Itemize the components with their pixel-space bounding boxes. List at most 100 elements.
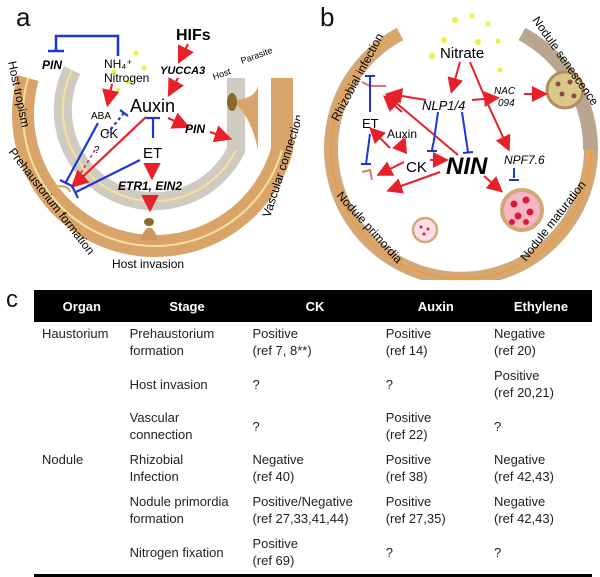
- node-pin-right: PIN: [185, 122, 205, 136]
- cell-ck: Positive (ref 7, 8**): [248, 322, 381, 364]
- cell-ethylene-line: (ref 42,43): [493, 469, 554, 484]
- cell-ck-line: Positive: [252, 326, 298, 341]
- cell-ethylene-line: Positive: [493, 368, 540, 383]
- node-ck: CK: [406, 159, 427, 176]
- cell-organ: Nodule: [34, 448, 126, 490]
- table-row: Host invasion?? Positive (ref 20,21): [34, 364, 592, 406]
- cell-organ-text: Haustorium: [42, 326, 109, 341]
- node-question: ?: [94, 145, 100, 156]
- cell-auxin: Positive (ref 38): [382, 448, 490, 490]
- node-nitrate: Nitrate: [440, 45, 484, 62]
- header-stage: Stage: [169, 298, 205, 314]
- nin-to-primordia-arrow: [386, 171, 441, 194]
- cell-auxin: Positive(ref 27,35): [382, 490, 490, 532]
- cell-auxin-line: Positive: [385, 494, 432, 509]
- hormone-role-table: Organ Stage CK Auxin Ethylene Haustorium…: [34, 290, 592, 577]
- haustorium-bump: [140, 227, 158, 240]
- cell-auxin-line: ?: [385, 376, 393, 392]
- cell-ethylene-line: ?: [493, 418, 502, 434]
- stage-host-invasion: Host invasion: [112, 257, 184, 271]
- cell-ethylene: Negative (ref 42,43): [490, 490, 592, 532]
- cell-ck: Positive/Negative(ref 27,33,41,44): [248, 490, 381, 532]
- cell-auxin-line: ?: [385, 544, 393, 560]
- cell-auxin-line: (ref 38): [385, 469, 428, 484]
- cell-ethylene: Negative(ref 42,43): [490, 448, 592, 490]
- cell-ck-line: Positive/Negative: [252, 494, 353, 509]
- cell-auxin-line: Positive: [385, 452, 432, 467]
- cell-ck-line: (ref 7, 8**): [252, 343, 312, 358]
- node-et: ET: [362, 116, 379, 131]
- node-npf: NPF7.6: [504, 153, 545, 167]
- table-row: Nitrogen fixation Positive (ref 69)??: [34, 532, 592, 577]
- nh4-inhibits-pin: [54, 34, 120, 56]
- cell-stage-line: Infection: [129, 469, 179, 484]
- ck-dashed-arrow: [73, 149, 96, 185]
- ck-dashed-inhibit: [105, 112, 125, 136]
- node-auxin: Auxin: [130, 96, 175, 116]
- cell-auxin-line: Positive: [385, 326, 432, 341]
- pin-to-vascular-arrow: [209, 125, 233, 143]
- cell-ethylene-line: (ref 42,43): [493, 511, 554, 526]
- cell-organ: [34, 532, 126, 577]
- cell-ethylene-line: (ref 20): [493, 343, 536, 358]
- cell-ck-line: Positive: [252, 536, 298, 551]
- node-nac: NAC: [494, 86, 516, 97]
- cell-ck: ?: [248, 364, 381, 406]
- auxin-to-infection-arrow: [382, 95, 403, 113]
- nodule-primordium: [411, 216, 439, 244]
- nodule-diagram: Nitrate NLP1/4 NAC 094 ET Auxin CK NIN N…: [324, 13, 600, 280]
- ck-to-et-arrow: [369, 127, 391, 149]
- et-inhibits-thread: [365, 133, 371, 165]
- stage-rhizobial: Rhizobial infection: [328, 31, 386, 124]
- nitrate-dots: [429, 13, 503, 73]
- cell-ethylene-line: Negative: [493, 326, 546, 341]
- node-pin-top: PIN: [42, 58, 62, 72]
- header-ck: CK: [305, 298, 325, 314]
- cell-auxin: Positive(ref 14): [382, 322, 490, 364]
- header-organ: Organ: [62, 298, 101, 314]
- node-hifs: HIFs: [176, 27, 211, 44]
- stage-primordia: Nodule primordia: [334, 189, 406, 267]
- cell-auxin: ?: [382, 364, 490, 406]
- cell-ethylene-line: Negative: [493, 494, 546, 509]
- nin-to-maturation-arrow: [483, 175, 504, 193]
- node-nlp: NLP1/4: [422, 98, 465, 113]
- panel-label-b: b: [320, 2, 335, 32]
- cell-ck-line: Negative: [252, 452, 304, 467]
- header-ethylene: Ethylene: [513, 298, 569, 314]
- cell-ck-line: (ref 69): [252, 553, 295, 568]
- nitrogen-to-aba-arrow: [102, 83, 120, 108]
- panel-label-a: a: [16, 2, 31, 32]
- cell-stage-line: formation: [129, 343, 184, 358]
- mature-nodule: [500, 188, 544, 232]
- cell-organ-text: Nodule: [42, 452, 84, 467]
- node-etr-ein: ETR1, EIN2: [118, 179, 182, 193]
- node-nac-number: 094: [498, 98, 515, 109]
- cell-organ: [34, 490, 126, 532]
- cell-stage: Host invasion: [126, 364, 249, 406]
- hifs-to-yucca3-arrow: [178, 43, 194, 64]
- ck-to-auxin-arrow: [392, 136, 407, 155]
- cell-ethylene-line: (ref 20,21): [493, 385, 554, 400]
- header-auxin: Auxin: [417, 298, 454, 314]
- table-header-row: Organ Stage CK Auxin Ethylene: [34, 290, 592, 322]
- ck-to-thread-arrow: [376, 161, 405, 176]
- cell-organ: [34, 364, 126, 406]
- cell-stage-line: Rhizobial: [129, 452, 184, 467]
- cell-organ: Haustorium: [34, 322, 126, 364]
- cell-stage-line: Nitrogen fixation: [129, 544, 224, 560]
- et-inhibits-prehaustorium: [75, 159, 141, 193]
- cell-ethylene: ?: [489, 532, 592, 577]
- cell-ck-line: ?: [252, 376, 260, 392]
- node-nh4: NH₄⁺: [104, 57, 133, 71]
- auxin-to-prehaustorium-arrow: [70, 116, 147, 189]
- cell-stage: Nitrogen fixation: [125, 532, 249, 577]
- cell-ethylene: Negative (ref 20): [490, 322, 592, 364]
- cell-ethylene: Positive (ref 20,21): [490, 364, 592, 406]
